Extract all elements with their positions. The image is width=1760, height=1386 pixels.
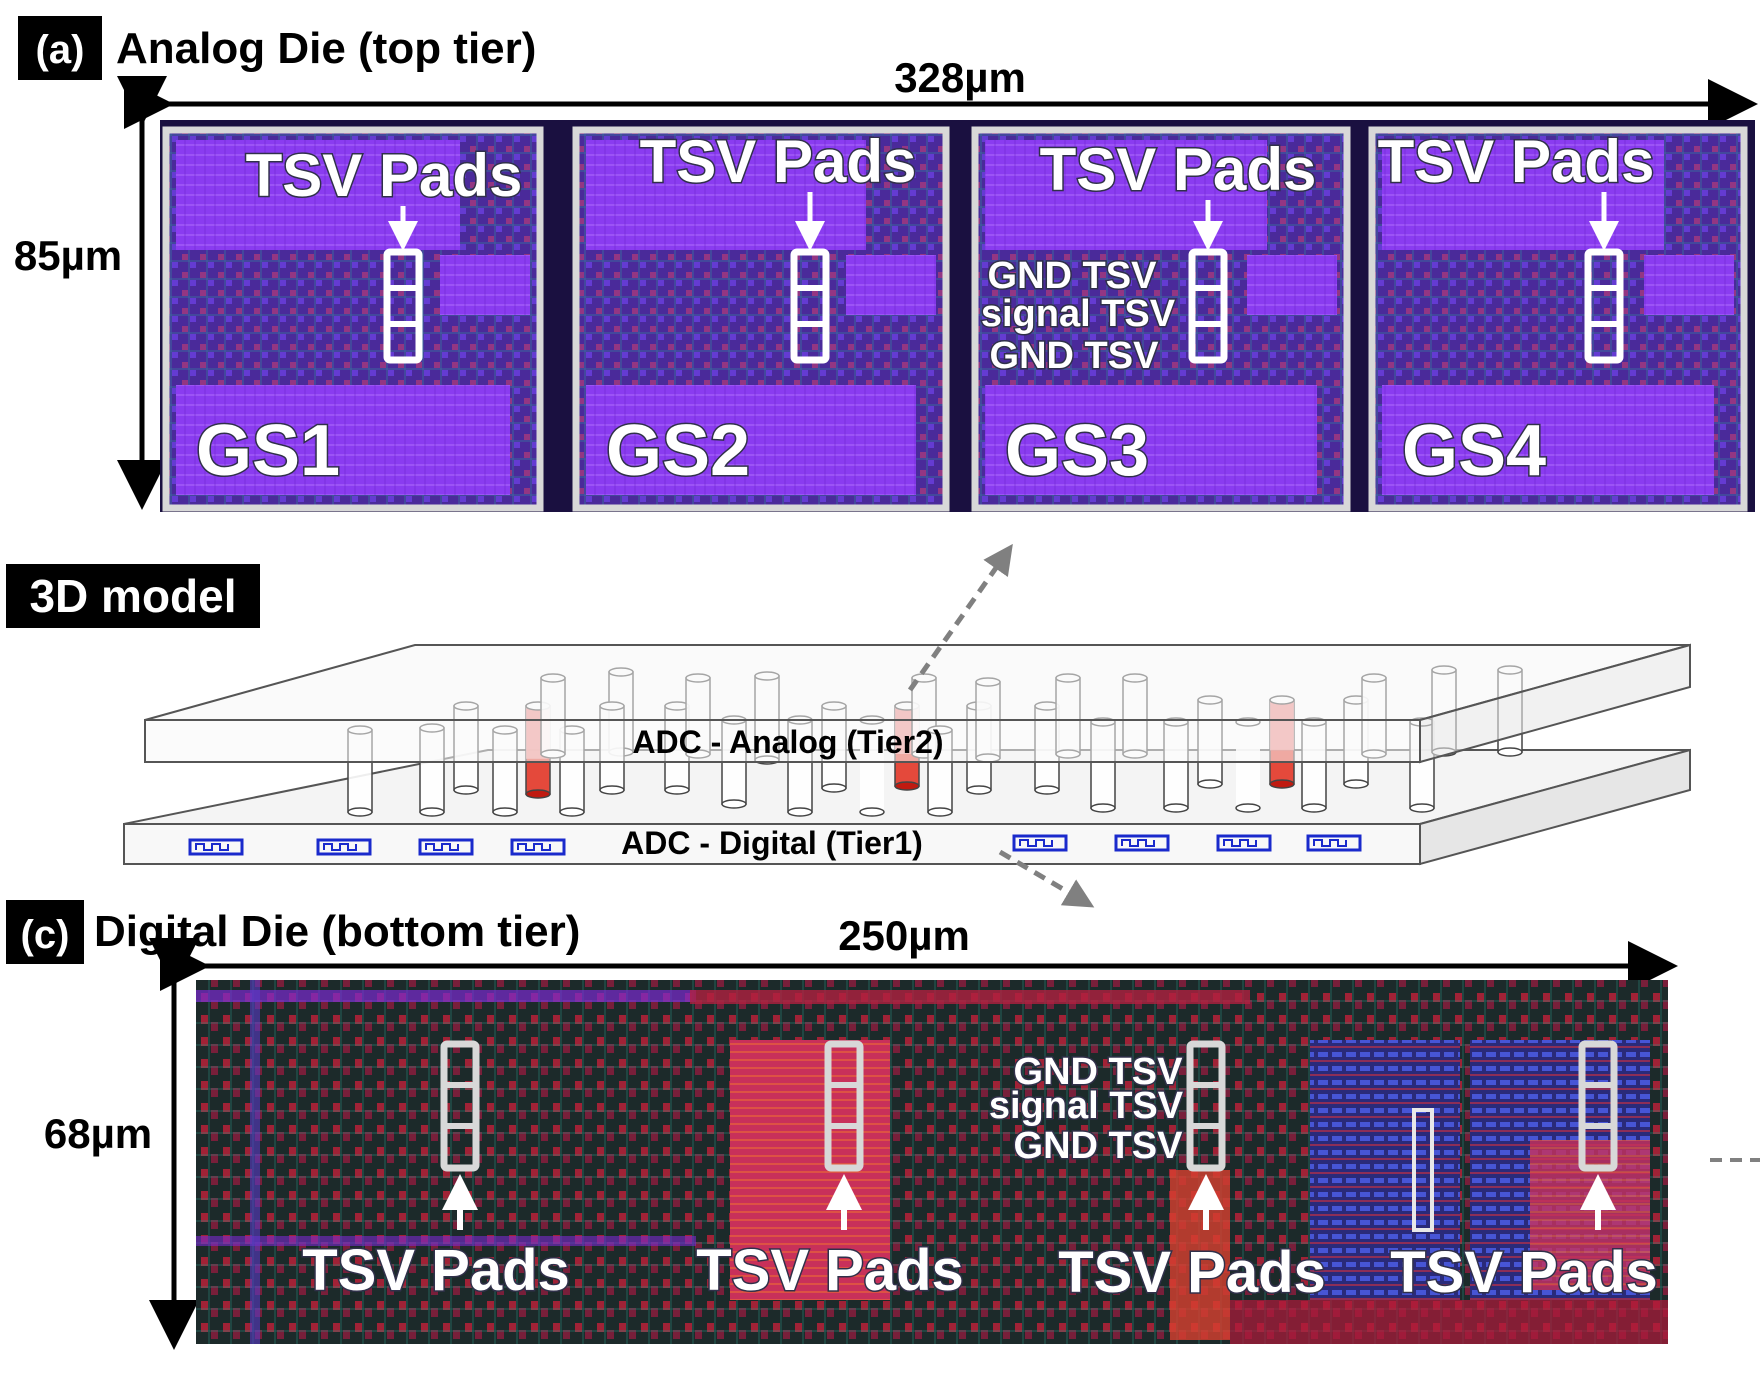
analog-block-name-3: GS3 (1005, 411, 1149, 491)
panel-c-width-label: 250µm (838, 912, 970, 959)
analog-pads-label-1: TSV Pads (246, 142, 523, 209)
digital-pads-label-2: TSV Pads (696, 1238, 964, 1303)
panel-b-tag-bg (6, 564, 260, 628)
panel-a-width-label: 328µm (894, 54, 1026, 101)
digital-pads-label-3: TSV Pads (1058, 1240, 1326, 1305)
analog-block-name-2: GS2 (606, 411, 750, 491)
digital-tsv-pad-stack-4 (1578, 1040, 1618, 1230)
panel-a-tag-bg (18, 16, 102, 80)
analog-block-name-1: GS1 (196, 411, 340, 491)
analog-pads-label-2: TSV Pads (640, 128, 917, 195)
analog-tsv-pad-stack-4 (1584, 248, 1624, 364)
panel-a-title: Analog Die (top tier) (116, 24, 536, 73)
circuit-glyph-icon (1306, 834, 1362, 852)
tier1-circuit-glyphs (188, 834, 1362, 856)
panel-c: (c) Digital Die (bottom tier) 250µm 68µm… (6, 900, 1678, 1350)
digital-signal-tsv-label: signal TSV (989, 1085, 1184, 1127)
digital-pads-label-1: TSV Pads (302, 1238, 570, 1303)
gs3-gnd-tsv-top-label: GND TSV (988, 255, 1158, 297)
gs3-signal-tsv-label: signal TSV (981, 293, 1176, 335)
pointer-to-analog-die (907, 543, 1013, 692)
panel-b: 3D model ADC - Analog (Tier2) ADC - Digi… (6, 543, 1760, 1162)
panel-b-tag: 3D model (29, 570, 236, 622)
circuit-glyph-icon (1216, 834, 1272, 852)
circuit-glyph-icon (188, 838, 244, 856)
circuit-glyph-icon (1012, 834, 1068, 852)
top-tier-label: ADC - Analog (Tier2) (632, 724, 943, 760)
analog-tsv-pad-stack-1 (383, 248, 423, 364)
circuit-glyph-icon (510, 838, 566, 856)
panel-c-tag: (c) (21, 913, 70, 957)
circuit-glyph-icon (418, 838, 474, 856)
digital-tsv-pad-stack-3 (1186, 1040, 1226, 1230)
digital-gnd-tsv-bottom-label: GND TSV (1014, 1125, 1184, 1167)
gs3-gnd-tsv-bottom-label: GND TSV (990, 335, 1160, 377)
panel-a-height-label: 85µm (14, 232, 122, 279)
digital-tsv-pad-stack-2 (824, 1040, 864, 1230)
analog-tsv-pad-stack-2 (790, 248, 830, 364)
panel-c-height-label: 68µm (44, 1110, 152, 1157)
circuit-glyph-icon (1114, 834, 1170, 852)
panel-c-title: Digital Die (bottom tier) (94, 907, 580, 956)
panel-a: (a) Analog Die (top tier) 328µm 85µm TSV… (14, 16, 1758, 512)
panel-a-tag: (a) (36, 28, 85, 72)
circuit-glyph-icon (316, 838, 372, 856)
digital-tsv-pad-stack-1 (440, 1040, 480, 1230)
analog-block-name-4: GS4 (1402, 411, 1546, 491)
digital-pads-label-4: TSV Pads (1390, 1240, 1658, 1305)
analog-tsv-pad-stack-3 (1188, 248, 1228, 364)
panel-c-tag-bg (6, 900, 84, 964)
digital-gnd-tsv-top-label: GND TSV (1014, 1051, 1184, 1093)
pointer-to-digital-die (998, 849, 1095, 908)
digital-outline-block (1412, 1108, 1434, 1232)
bottom-tier-label: ADC - Digital (Tier1) (621, 825, 923, 861)
analog-pads-label-3: TSV Pads (1040, 136, 1317, 203)
analog-pads-label-4: TSV Pads (1378, 128, 1655, 195)
